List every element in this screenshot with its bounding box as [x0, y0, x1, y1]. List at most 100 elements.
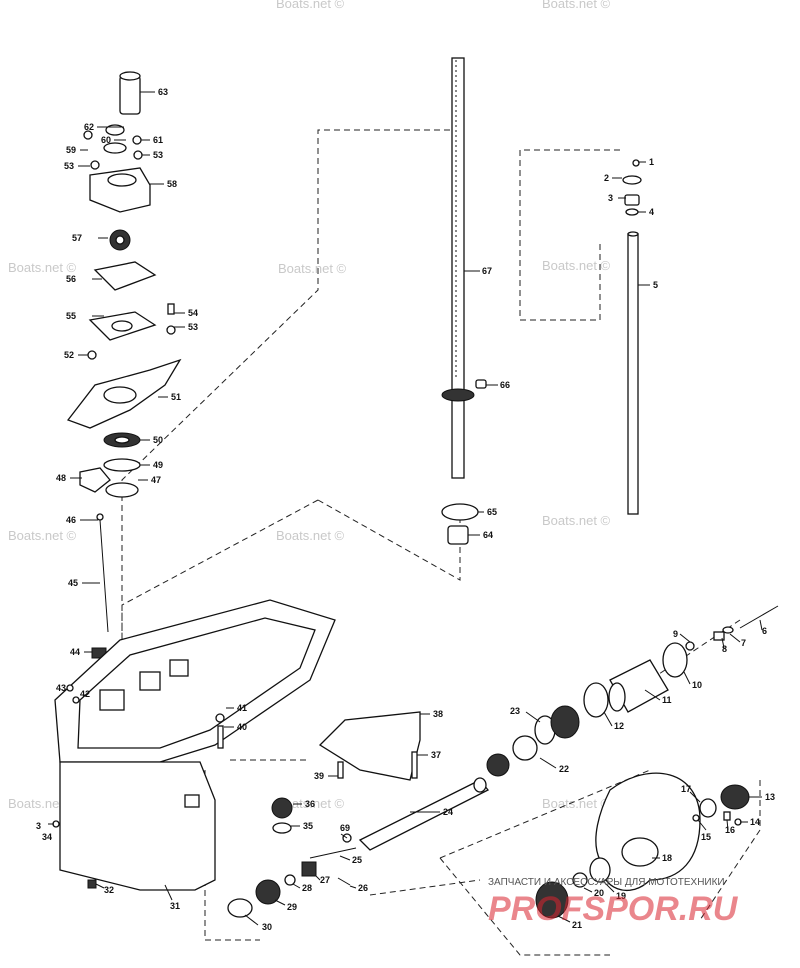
plug-32	[87, 879, 97, 889]
callout-57: 57	[72, 233, 82, 243]
shift-shaft-assembly	[622, 159, 642, 515]
oring-60	[103, 142, 127, 154]
callout-67: 67	[482, 266, 492, 276]
bearing-ring	[441, 388, 475, 402]
callout-23: 23	[510, 706, 520, 716]
callout-63: 63	[158, 87, 168, 97]
callout-10: 10	[692, 680, 702, 690]
callout-14: 14	[750, 817, 760, 827]
callout-6: 6	[762, 626, 767, 636]
propeller-assembly	[535, 772, 750, 919]
callout-39: 39	[314, 771, 324, 781]
callout-66: 66	[500, 380, 510, 390]
watermark: Boats.net ©	[8, 528, 77, 543]
callout-20: 20	[594, 888, 604, 898]
cam-27	[301, 861, 317, 877]
watermark: Boats.net ©	[8, 260, 77, 275]
pin-26	[337, 877, 351, 886]
screw-37	[411, 751, 418, 779]
callout-24: 24	[443, 807, 453, 817]
callout-46: 46	[66, 515, 76, 525]
drive-shaft-67	[451, 57, 465, 479]
boot-3	[624, 194, 640, 206]
cone-13	[720, 784, 750, 810]
watermark: Boats.net ©	[278, 261, 347, 276]
bushing-47	[105, 482, 139, 498]
screw-43	[66, 684, 74, 692]
callout-labels: 63 62 60 61 59 53 53 58 57 56 55 54 53 5…	[36, 87, 775, 932]
callout-53: 53	[153, 150, 163, 160]
pin-25	[309, 847, 357, 859]
callout-51: 51	[171, 392, 181, 402]
gear-train-parts	[227, 605, 779, 918]
footer-caption: ЗАПЧАСТИ И АКСЕССУАРЫ ДЛЯ МОТОТЕХНИКИ	[488, 877, 725, 888]
gear-housing-31	[59, 761, 216, 891]
callout-28: 28	[302, 883, 312, 893]
seal-4	[625, 208, 639, 216]
callout-59: 59	[66, 145, 76, 155]
callout-19: 19	[616, 891, 626, 901]
shift-rod-5	[627, 233, 639, 515]
nut-9	[685, 641, 695, 651]
callout-69: 69	[340, 823, 350, 833]
gear-23	[486, 753, 510, 777]
washer-15	[692, 814, 700, 822]
callout-47: 47	[151, 475, 161, 485]
callout-18: 18	[662, 853, 672, 863]
watermark: Boats.net ©	[276, 528, 345, 543]
footer-logo: PROFSPOR.RU	[488, 890, 739, 928]
callout-37: 37	[431, 750, 441, 760]
screw-61	[132, 135, 142, 145]
callout-4: 4	[649, 207, 654, 217]
callout-42: 42	[80, 689, 90, 699]
washer-53	[90, 160, 100, 170]
callout-3: 3	[608, 193, 613, 203]
callout-12: 12	[614, 721, 624, 731]
washer-35	[272, 822, 292, 834]
callout-49: 49	[153, 460, 163, 470]
callout-17: 17	[681, 784, 691, 794]
screw-59	[83, 130, 93, 140]
spacer-19	[589, 857, 611, 883]
callout-43: 43	[56, 683, 66, 693]
oring-10	[662, 642, 688, 678]
gear-36	[271, 797, 293, 819]
watermark: Boats.net ©	[542, 0, 611, 11]
callout-22: 22	[559, 764, 569, 774]
callout-5: 5	[653, 280, 658, 290]
callout-55: 55	[66, 311, 76, 321]
leader-lines	[48, 91, 763, 926]
callout-65: 65	[487, 507, 497, 517]
callout-26: 26	[358, 883, 368, 893]
callout-31: 31	[170, 901, 180, 911]
clip-1	[632, 159, 640, 167]
screw-54	[167, 303, 175, 315]
callout-61: 61	[153, 135, 163, 145]
callout-30: 30	[262, 922, 272, 932]
gasket-56	[93, 261, 157, 291]
pump-tube-63	[119, 75, 141, 115]
watermark: Boats.net ©	[276, 0, 345, 11]
callout-50: 50	[153, 435, 163, 445]
callout-16: 16	[725, 825, 735, 835]
callout-21: 21	[572, 920, 582, 930]
callout-35: 35	[303, 821, 313, 831]
callout-52: 52	[64, 350, 74, 360]
washer-7	[722, 626, 734, 634]
watermark: Boats.net ©	[542, 258, 611, 273]
watermarks: Boats.net © Boats.net © Boats.net © Boat…	[8, 0, 611, 811]
callout-29: 29	[287, 902, 297, 912]
bushing-64	[447, 525, 469, 545]
washer-53c	[166, 325, 176, 335]
oring-65	[441, 503, 479, 521]
callout-38: 38	[433, 709, 443, 719]
shift-linkage-parts	[215, 711, 421, 781]
gear-22	[512, 735, 538, 761]
screw-39	[337, 761, 344, 779]
propeller-shaft-24	[358, 779, 490, 851]
callout-40: 40	[237, 722, 247, 732]
callout-27: 27	[320, 875, 330, 885]
callout-8: 8	[722, 644, 727, 654]
callout-36: 36	[305, 799, 315, 809]
